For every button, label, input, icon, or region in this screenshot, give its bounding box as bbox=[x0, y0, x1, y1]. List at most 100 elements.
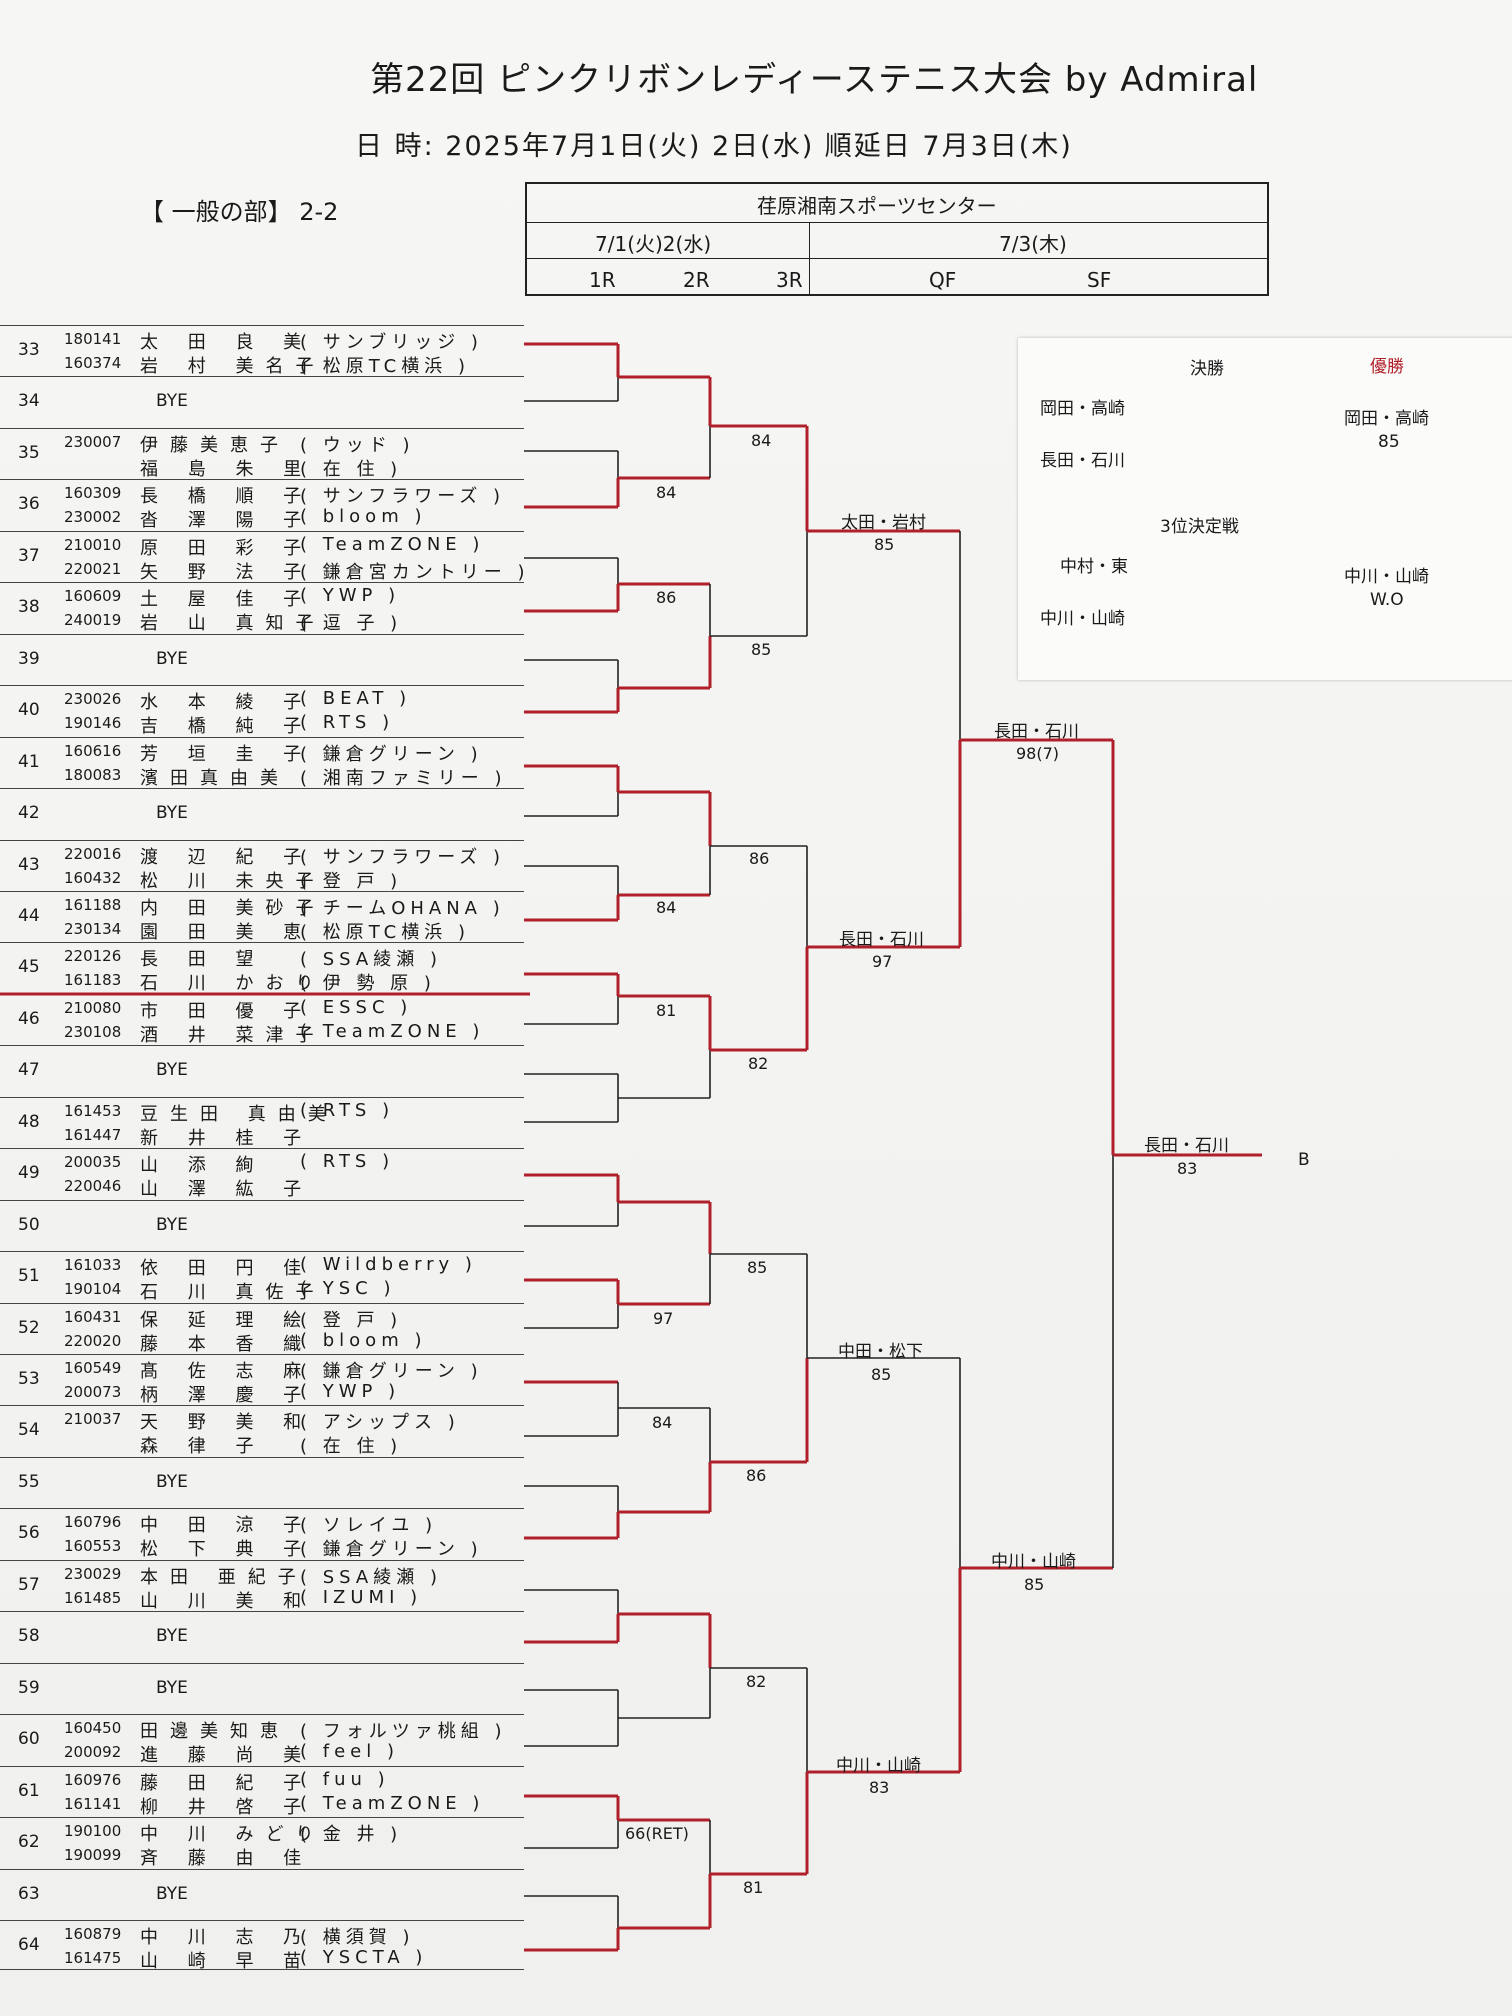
player-id: 210080 bbox=[64, 998, 122, 1017]
sf-winner-2: 中川・山崎 bbox=[991, 1552, 1076, 1572]
player-club: ( ウッド ) bbox=[300, 434, 415, 456]
player-id: 160431 bbox=[64, 1307, 122, 1326]
third-player-2: 中川・山崎 bbox=[1040, 609, 1125, 629]
player-club: ( 鎌倉グリーン ) bbox=[300, 1539, 483, 1561]
draw-list-bottom-rule bbox=[0, 1969, 524, 1970]
qf-winner-1: 太田・岩村 bbox=[841, 513, 926, 533]
player-name: 原 田 彩 子 bbox=[140, 537, 314, 559]
draw-number: 52 bbox=[18, 1317, 40, 1338]
player-id: 160553 bbox=[64, 1537, 122, 1556]
player-id: 240019 bbox=[64, 611, 122, 630]
score-r1-54: 84 bbox=[652, 1413, 673, 1432]
player-club: ( 松原TC横浜 ) bbox=[300, 356, 470, 377]
draw-number: 59 bbox=[18, 1677, 40, 1698]
qf-winner-2: 長田・石川 bbox=[839, 930, 924, 950]
player-club: ( サンフラワーズ ) bbox=[300, 486, 506, 508]
player-name: 依 田 円 佳 bbox=[140, 1258, 314, 1280]
score-r1-46: 81 bbox=[656, 1001, 677, 1020]
draw-number: 39 bbox=[18, 648, 40, 669]
draw-number: 61 bbox=[18, 1780, 40, 1801]
player-club: ( 登 戸 ) bbox=[300, 1309, 403, 1331]
draw-number: 41 bbox=[18, 751, 40, 772]
draw-number: 57 bbox=[18, 1574, 40, 1595]
bye-label: BYE bbox=[156, 648, 188, 669]
venue-day-row bbox=[527, 222, 1267, 259]
final-label: 決勝 bbox=[1190, 359, 1224, 379]
player-id: 160879 bbox=[64, 1924, 122, 1943]
player-id: 160374 bbox=[64, 354, 122, 372]
player-club: ( SSA綾瀬 ) bbox=[300, 949, 442, 971]
final-player-2: 長田・石川 bbox=[1040, 451, 1125, 471]
section-label: 【 一般の部】 2-2 bbox=[140, 198, 339, 226]
draw-number: 64 bbox=[18, 1934, 40, 1955]
player-id: 161188 bbox=[64, 895, 122, 914]
player-club: ( TeamZONE ) bbox=[300, 533, 485, 555]
venue-header-row bbox=[527, 184, 1267, 223]
bye-label: BYE bbox=[156, 1471, 188, 1492]
player-name: 長 田 望 bbox=[140, 949, 266, 971]
player-name: 吉 橋 純 子 bbox=[140, 716, 314, 738]
event-dates: 日 時: 2025年7月1日(火) 2日(水) 順延日 7月3日(木) bbox=[355, 131, 1073, 162]
player-club: ( TeamZONE ) bbox=[300, 1020, 485, 1042]
player-club: ( フォルツァ桃組 ) bbox=[300, 1721, 507, 1743]
player-name: 山 添 絢 bbox=[140, 1155, 266, 1177]
draw-number: 63 bbox=[18, 1883, 40, 1904]
player-id: 161453 bbox=[64, 1101, 122, 1120]
draw-number: 38 bbox=[18, 597, 40, 618]
block-winner-name: 長田・石川 bbox=[1144, 1136, 1229, 1156]
player-club: ( bloom ) bbox=[300, 1329, 427, 1351]
player-name: 園 田 美 恵 bbox=[140, 921, 314, 943]
draw-number: 43 bbox=[18, 854, 40, 875]
player-id: 190100 bbox=[64, 1822, 122, 1841]
player-id: 161447 bbox=[64, 1125, 122, 1144]
player-id: 160976 bbox=[64, 1770, 122, 1789]
player-name: 天 野 美 和 bbox=[140, 1412, 314, 1434]
draw-number: 54 bbox=[18, 1420, 40, 1441]
qf-score-1: 85 bbox=[874, 535, 895, 554]
score-r2-e: 85 bbox=[747, 1258, 768, 1277]
player-id: 220126 bbox=[64, 947, 122, 966]
final-player-1: 岡田・高崎 bbox=[1040, 399, 1125, 419]
bye-label: BYE bbox=[156, 1060, 188, 1081]
round-label-1r: 1R bbox=[589, 268, 616, 292]
player-name: 藤 本 香 織 bbox=[140, 1333, 314, 1355]
player-id: 200035 bbox=[64, 1153, 122, 1172]
player-id: 160609 bbox=[64, 587, 122, 606]
player-club: ( 在 住 ) bbox=[300, 1436, 403, 1458]
player-name: 松 川 未央子 bbox=[140, 870, 326, 892]
round-label-sf: SF bbox=[1087, 268, 1112, 292]
player-id: 200073 bbox=[64, 1383, 122, 1401]
player-club: ( YWP ) bbox=[300, 585, 401, 607]
venue-day2: 7/3(木) bbox=[999, 232, 1067, 256]
player-club: ( RTS ) bbox=[300, 712, 395, 734]
draw-row: 39 BYE bbox=[0, 633, 524, 686]
player-name: 柳 井 啓 子 bbox=[140, 1796, 314, 1818]
player-club: ( feel ) bbox=[300, 1741, 399, 1763]
player-club: ( 鎌倉宮カントリー ) bbox=[300, 561, 530, 583]
venue-day1: 7/1(火)2(水) bbox=[595, 232, 712, 256]
player-id: 220020 bbox=[64, 1331, 122, 1350]
player-name: 酒 井 菜津子 bbox=[140, 1024, 326, 1046]
draw-number: 37 bbox=[18, 545, 40, 566]
sf-score-2: 85 bbox=[1024, 1575, 1045, 1594]
draw-number: 36 bbox=[18, 494, 40, 515]
player-name: 豆生田 真由美 bbox=[140, 1103, 338, 1125]
player-club: ( チームOHANA ) bbox=[300, 897, 505, 919]
